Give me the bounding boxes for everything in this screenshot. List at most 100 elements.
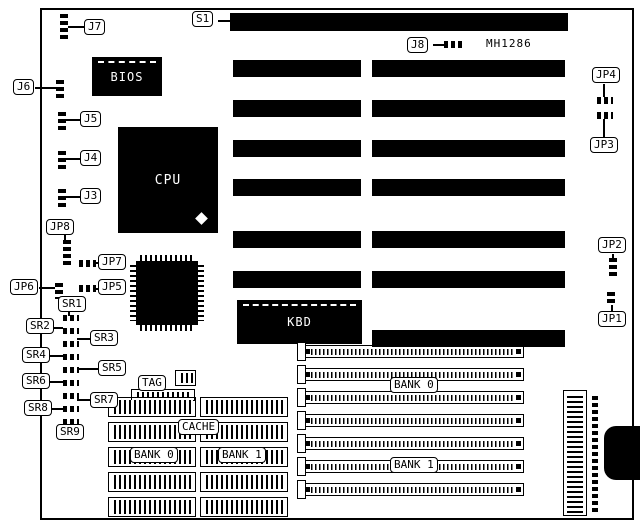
jumper-block (58, 189, 66, 207)
leader-line (35, 87, 56, 89)
simm-socket (302, 483, 524, 496)
label-cache-bank0: BANK 0 (130, 447, 178, 463)
chip-socket (175, 370, 196, 386)
leader-line (66, 119, 80, 121)
chip-socket (108, 497, 196, 517)
jumper-block (63, 380, 79, 386)
label-cache: CACHE (178, 419, 220, 435)
chip-socket (108, 397, 196, 417)
simm-latch (297, 342, 306, 361)
label-j6: J6 (13, 79, 35, 95)
leader-line (68, 26, 84, 28)
label-sr1: SR1 (58, 296, 86, 312)
jumper-block (63, 315, 79, 321)
label-jp8: JP8 (46, 219, 74, 235)
label-s1: S1 (192, 11, 214, 27)
jumper-block (60, 14, 68, 40)
label-jp3: JP3 (590, 137, 618, 153)
keyboard-din-connector (604, 426, 640, 480)
label-tag: TAG (138, 375, 166, 391)
label-simm-bank0: BANK 0 (390, 377, 438, 393)
simm-latch (297, 388, 306, 407)
simm-latch (297, 480, 306, 499)
leader-line (94, 262, 99, 264)
expansion-slot (372, 140, 565, 157)
jumper-block (592, 396, 598, 512)
jumper-block (58, 112, 66, 130)
kbd-controller-chip: KBD (237, 300, 362, 344)
jumper-block (55, 283, 63, 299)
leader-line (218, 20, 230, 22)
qfp-pins-left (130, 265, 136, 321)
expansion-slot (230, 13, 568, 31)
jumper-block (63, 240, 71, 266)
chip-socket (108, 422, 196, 442)
qfp-pins-bottom (140, 325, 194, 331)
leader-line (49, 381, 63, 383)
expansion-slot (372, 60, 565, 77)
chip-socket (108, 472, 196, 492)
expansion-slot (372, 271, 565, 288)
kbd-socket-notch (243, 304, 356, 306)
label-jp7: JP7 (98, 254, 126, 270)
jumper-block (444, 41, 462, 48)
chip-socket (200, 422, 288, 442)
leader-line (68, 312, 70, 316)
cpu-chip: CPU (118, 127, 218, 233)
expansion-slot (233, 179, 361, 196)
jumper-block (607, 292, 615, 306)
label-sr3: SR3 (90, 330, 118, 346)
leader-line (433, 44, 444, 46)
leader-line (66, 158, 80, 160)
simm-latch (297, 434, 306, 453)
label-simm-bank1: BANK 1 (390, 457, 438, 473)
label-jp1: JP1 (598, 311, 626, 327)
leader-line (77, 368, 98, 370)
leader-line (94, 288, 99, 290)
jumper-block (597, 112, 613, 119)
jumper-block (79, 285, 96, 292)
bios-socket-notch (98, 61, 156, 63)
expansion-slot (372, 231, 565, 248)
simm-latch (297, 457, 306, 476)
label-jp5: JP5 (98, 279, 126, 295)
expansion-slot (233, 140, 361, 157)
simm-socket (302, 345, 524, 358)
label-sr8: SR8 (24, 400, 52, 416)
expansion-slot (372, 179, 565, 196)
label-j4: J4 (80, 150, 102, 166)
label-sr5: SR5 (98, 360, 126, 376)
leader-line (49, 355, 63, 357)
label-jp2: JP2 (598, 237, 626, 253)
qfp-pins-right (198, 265, 204, 321)
simm-socket (302, 414, 524, 427)
leader-line (612, 254, 614, 259)
jumper-block (63, 406, 79, 412)
bios-chip-label: BIOS (110, 69, 144, 84)
kbd-chip-label: KBD (287, 315, 312, 329)
part-number: MH1286 (486, 37, 532, 50)
qfp-pins-top (140, 255, 194, 261)
chipset-qfp-chip (136, 261, 198, 325)
expansion-slot (233, 231, 361, 248)
bios-chip: BIOS (92, 57, 162, 96)
jumper-block (609, 258, 617, 276)
label-sr2: SR2 (26, 318, 54, 334)
cpu-pin1-marker (195, 212, 208, 225)
leader-line (53, 327, 63, 329)
label-sr4: SR4 (22, 347, 50, 363)
leader-line (77, 338, 90, 340)
jumper-block (79, 260, 96, 267)
chip-socket (200, 472, 288, 492)
label-j7: J7 (84, 19, 106, 35)
leader-line (603, 84, 605, 97)
leader-line (51, 408, 63, 410)
label-sr9: SR9 (56, 424, 84, 440)
simm-latch (297, 411, 306, 430)
expansion-slot (372, 100, 565, 117)
leader-line (603, 119, 605, 137)
jumper-block (63, 393, 79, 399)
label-j8: J8 (407, 37, 429, 53)
leader-line (66, 196, 80, 198)
simm-socket (302, 437, 524, 450)
